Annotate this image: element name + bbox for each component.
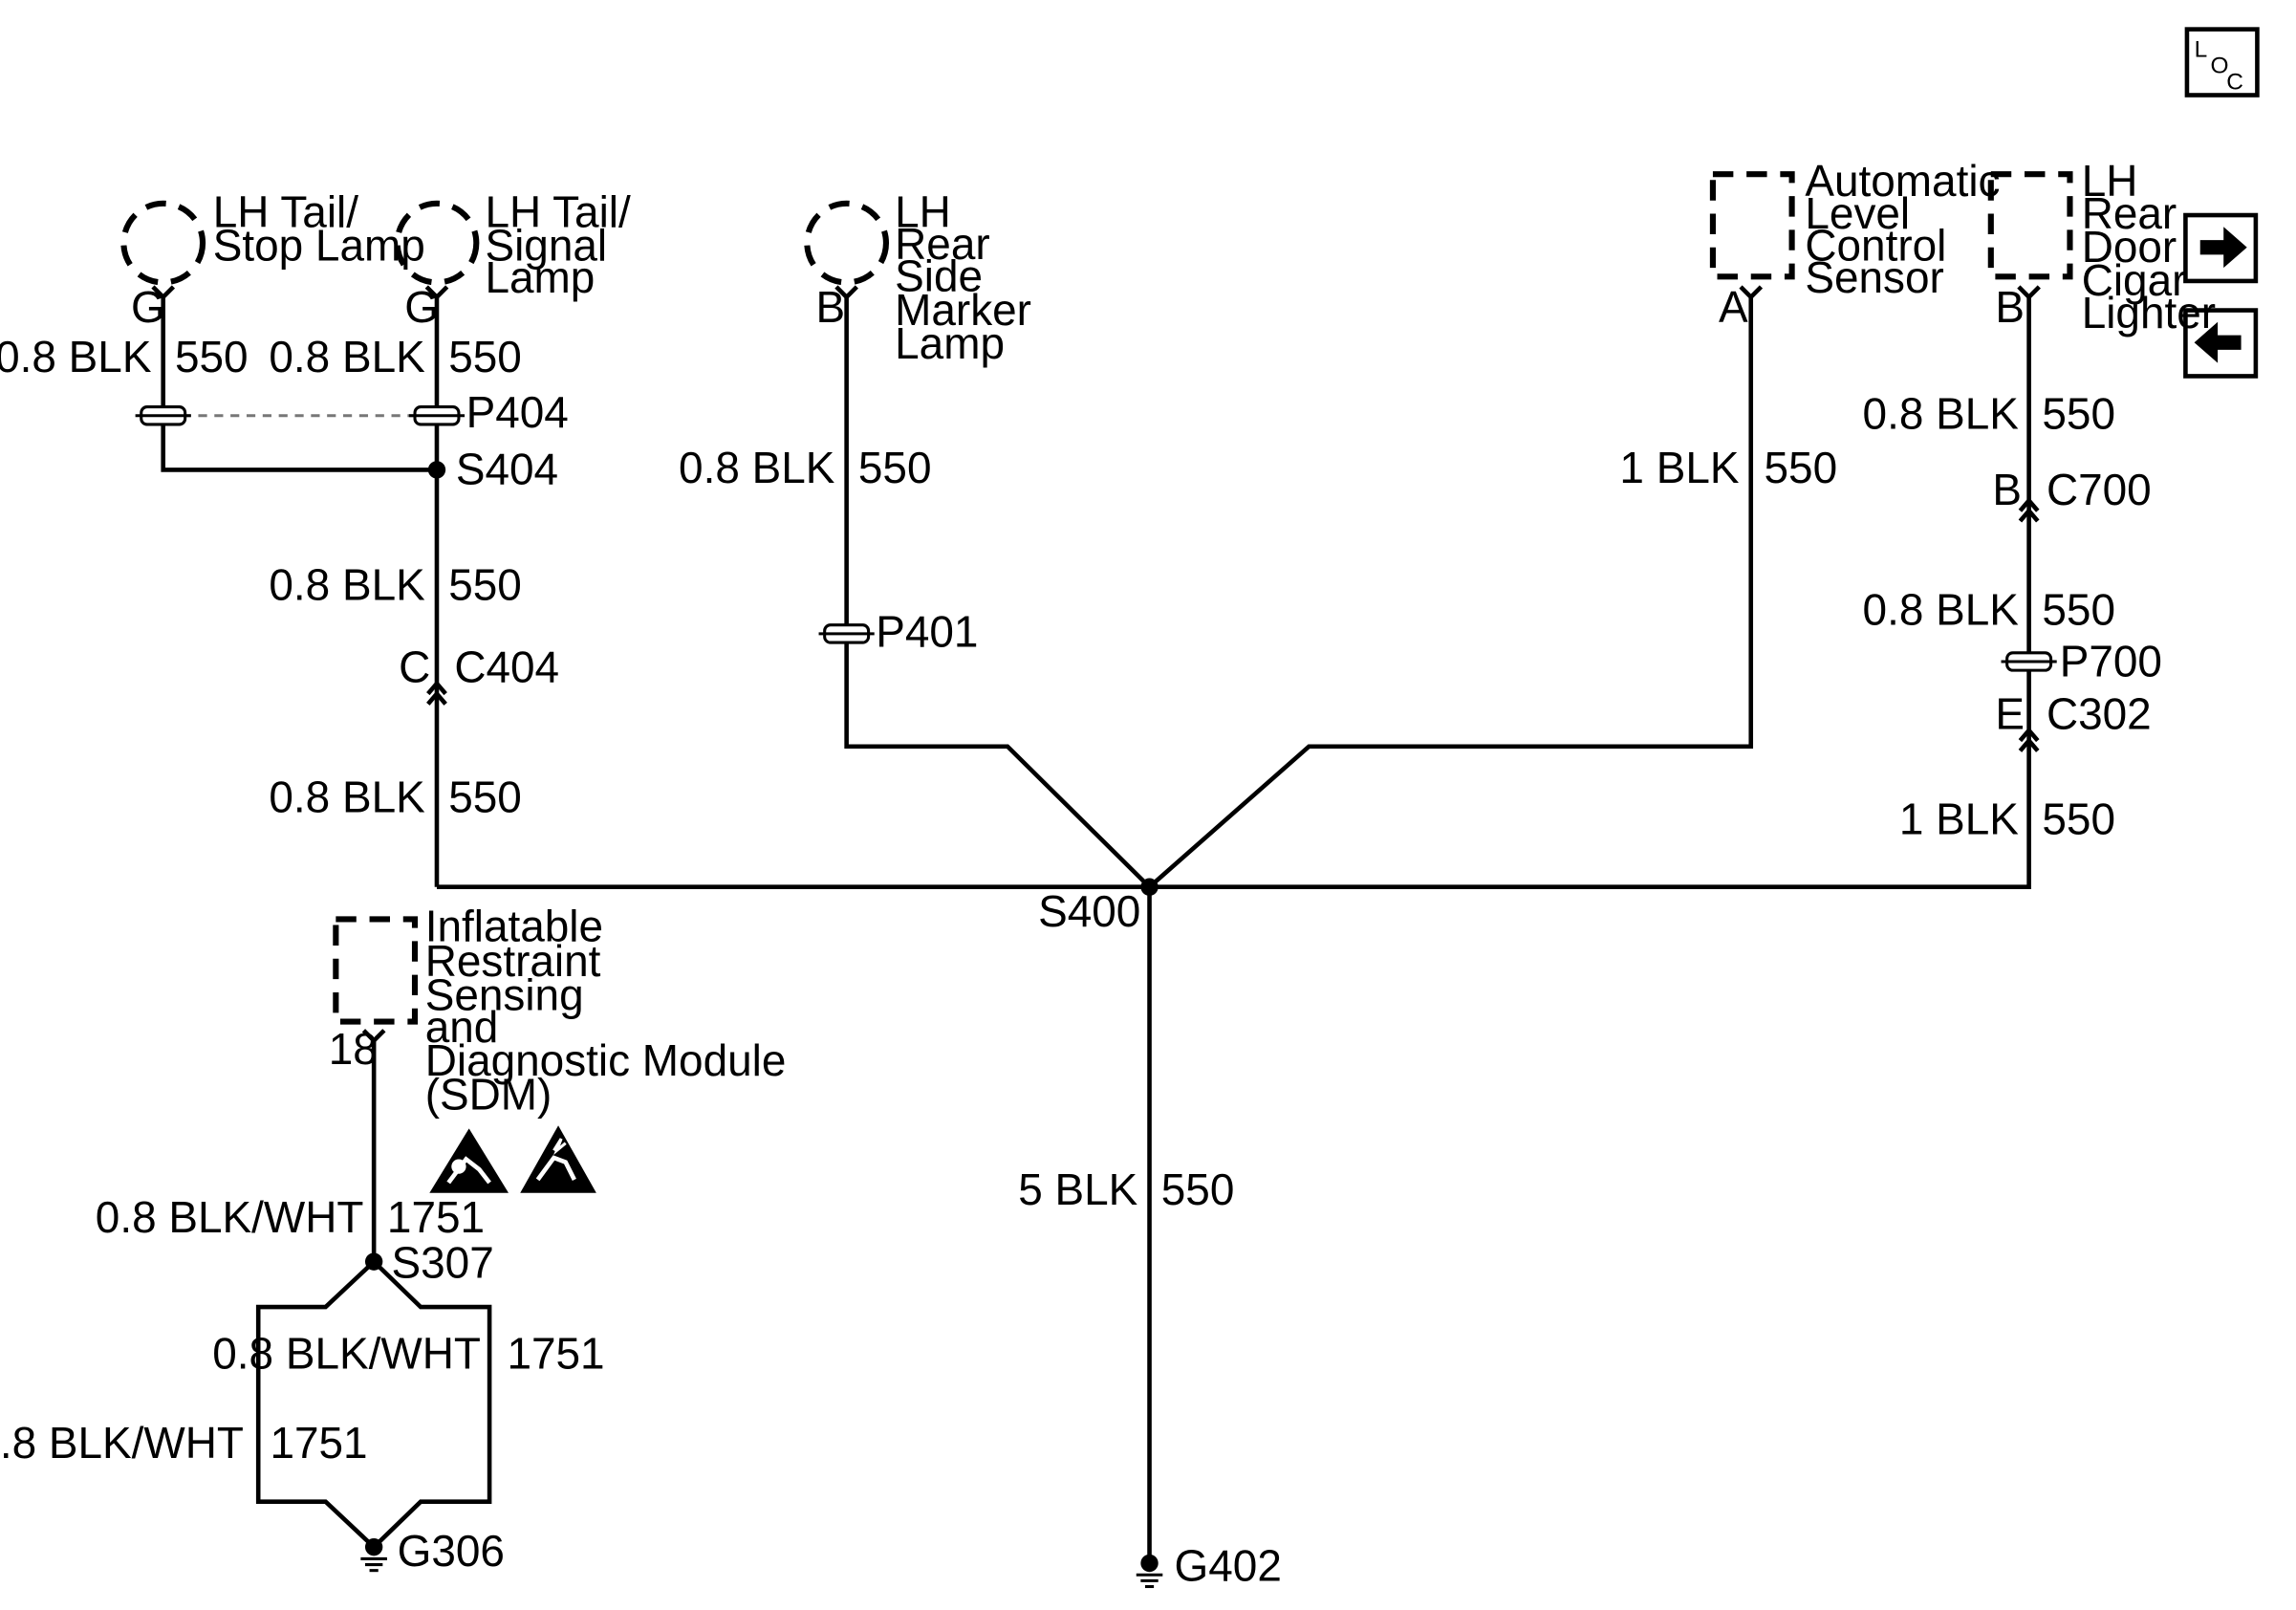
c302-connector bbox=[2018, 727, 2040, 752]
wire-s400-g402-circuit: 550 bbox=[1161, 1164, 1235, 1214]
wire-s404-c404-size: 0.8 BLK bbox=[269, 560, 425, 610]
p401-label: P401 bbox=[876, 607, 978, 657]
wire-c302-s400-circuit: 550 bbox=[2042, 794, 2115, 844]
wire-alc-sensor-circuit: 550 bbox=[1765, 443, 1838, 492]
alc-sensor-label-4: Sensor bbox=[1805, 252, 1943, 302]
lh-tail-signal-lamp-label-3: Lamp bbox=[485, 252, 595, 302]
lh-tail-stop-lamp-label-1: LH Tail/ bbox=[213, 186, 358, 236]
wire-stop-lamp-circuit: 550 bbox=[175, 332, 249, 381]
lh-tail-signal-lamp-pin: G bbox=[404, 282, 439, 332]
g306-ground-icon bbox=[360, 1537, 387, 1573]
wire-c700-p700-size: 0.8 BLK bbox=[1863, 585, 2020, 635]
cigar-lighter-label-1: LH bbox=[2082, 156, 2138, 206]
wire-sdm-s307-size: 0.8 BLK/WHT bbox=[96, 1192, 364, 1242]
c302-label: C302 bbox=[2047, 688, 2152, 738]
marker-lamp-label-2: Rear bbox=[895, 219, 990, 269]
sdm-label-4: and bbox=[425, 1002, 499, 1052]
esd-warning-icon bbox=[520, 1125, 596, 1193]
lh-tail-signal-lamp-label-2: Signal bbox=[485, 221, 607, 271]
loc-icon-c: C bbox=[2226, 69, 2243, 95]
sdm-label-1: Inflatable bbox=[425, 901, 603, 950]
marker-lamp-label-1: LH bbox=[895, 186, 951, 236]
wire-s307-right-circuit: 1751 bbox=[507, 1328, 604, 1378]
cigar-lighter-label-4: Cigar bbox=[2082, 255, 2187, 305]
c404-connector bbox=[426, 680, 447, 706]
wire-s307-left-size: 0.8 BLK/WHT bbox=[0, 1418, 244, 1468]
p404-label: P404 bbox=[466, 387, 569, 437]
wire-c302-s400-size: 1 BLK bbox=[1899, 794, 2019, 844]
marker-lamp-label-5: Lamp bbox=[895, 318, 1005, 368]
lh-tail-stop-lamp-pin: G bbox=[131, 282, 165, 332]
loc-icon-l: L bbox=[2195, 37, 2208, 63]
lh-tail-signal-lamp-label-1: LH Tail/ bbox=[485, 186, 630, 236]
sdm-label-5: Diagnostic Module bbox=[425, 1035, 787, 1085]
marker-lamp-label-4: Marker bbox=[895, 285, 1031, 335]
wire-alc-sensor-size: 1 BLK bbox=[1619, 443, 1739, 492]
s404-label: S404 bbox=[456, 445, 558, 494]
alc-sensor-label-2: Level bbox=[1805, 188, 1910, 238]
cigar-lighter-label-5: Lighter bbox=[2082, 288, 2216, 337]
c404-label: C404 bbox=[454, 642, 559, 691]
cigar-lighter-label-2: Rear bbox=[2082, 188, 2177, 238]
alc-sensor-label-1: Automatic bbox=[1805, 156, 2000, 206]
wire-c404-s400-size: 0.8 BLK bbox=[269, 772, 425, 822]
cigar-lighter-label-3: Door bbox=[2082, 222, 2177, 272]
wire-lighter-c700-circuit: 550 bbox=[2042, 389, 2115, 439]
sdm-pin: 18 bbox=[329, 1024, 378, 1074]
sdm-label-2: Restraint bbox=[425, 936, 601, 986]
s400-label: S400 bbox=[1038, 886, 1140, 936]
p700-label: P700 bbox=[2060, 636, 2162, 685]
s404-splice bbox=[427, 461, 446, 479]
g402-ground-icon bbox=[1136, 1554, 1163, 1589]
wire-marker-lamp-circuit: 550 bbox=[858, 443, 932, 492]
c700-pin: B bbox=[1992, 465, 2022, 514]
wire-s307-right-size: 0.8 BLK/WHT bbox=[212, 1328, 481, 1378]
sdm-label-3: Sensing bbox=[425, 969, 584, 1019]
g306-label: G306 bbox=[398, 1526, 505, 1576]
airbag-warning-icon bbox=[429, 1128, 509, 1193]
sdm-label-6: (SDM) bbox=[425, 1069, 552, 1119]
g402-label: G402 bbox=[1175, 1540, 1282, 1590]
sdm-symbol bbox=[333, 916, 419, 1025]
c700-label: C700 bbox=[2047, 465, 2152, 514]
lh-rear-side-marker-lamp-symbol bbox=[804, 200, 890, 286]
p700-connector bbox=[2001, 651, 2057, 672]
wire-signal-lamp-size: 0.8 BLK bbox=[269, 332, 425, 381]
p404-connector-left bbox=[135, 405, 191, 426]
marker-lamp-label-3: Side bbox=[895, 251, 983, 301]
lh-tail-stop-lamp-symbol bbox=[120, 200, 206, 286]
c404-pin: C bbox=[399, 642, 430, 691]
marker-lamp-pin: B bbox=[815, 282, 845, 332]
c700-connector bbox=[2018, 497, 2040, 523]
lh-tail-stop-lamp-label-2: Stop Lamp bbox=[213, 221, 425, 271]
cigar-lighter-pin: B bbox=[1995, 282, 2025, 332]
arrow-left-icon[interactable] bbox=[2183, 308, 2259, 379]
wire-s307-left-circuit: 1751 bbox=[270, 1418, 367, 1468]
p401-connector bbox=[818, 623, 875, 644]
lh-tail-signal-lamp-symbol bbox=[394, 200, 480, 286]
wire-signal-lamp-circuit: 550 bbox=[448, 332, 522, 381]
c302-pin: E bbox=[1995, 688, 2025, 738]
s307-label: S307 bbox=[392, 1237, 494, 1287]
cigar-lighter-symbol bbox=[1987, 171, 2073, 280]
p404-connector-right bbox=[408, 405, 466, 426]
alc-sensor-label-3: Control bbox=[1805, 221, 1946, 271]
wire-stop-lamp-size: 0.8 BLK bbox=[0, 332, 152, 381]
wire-s404-c404-circuit: 550 bbox=[448, 560, 522, 610]
wire-c404-s400-circuit: 550 bbox=[448, 772, 522, 822]
wire-s400-g402-size: 5 BLK bbox=[1018, 1164, 1137, 1214]
wire-sdm-s307-circuit: 1751 bbox=[387, 1192, 485, 1242]
wire-c700-p700-circuit: 550 bbox=[2042, 585, 2115, 635]
wire-lighter-c700-size: 0.8 BLK bbox=[1863, 389, 2020, 439]
loc-icon[interactable]: L O C bbox=[2184, 27, 2260, 98]
alc-sensor-symbol bbox=[1709, 171, 1795, 280]
loc-icon-o: O bbox=[2210, 54, 2228, 79]
arrow-right-icon[interactable] bbox=[2183, 212, 2259, 284]
wire-marker-lamp-size: 0.8 BLK bbox=[679, 443, 835, 492]
alc-sensor-pin: A bbox=[1719, 282, 1748, 332]
